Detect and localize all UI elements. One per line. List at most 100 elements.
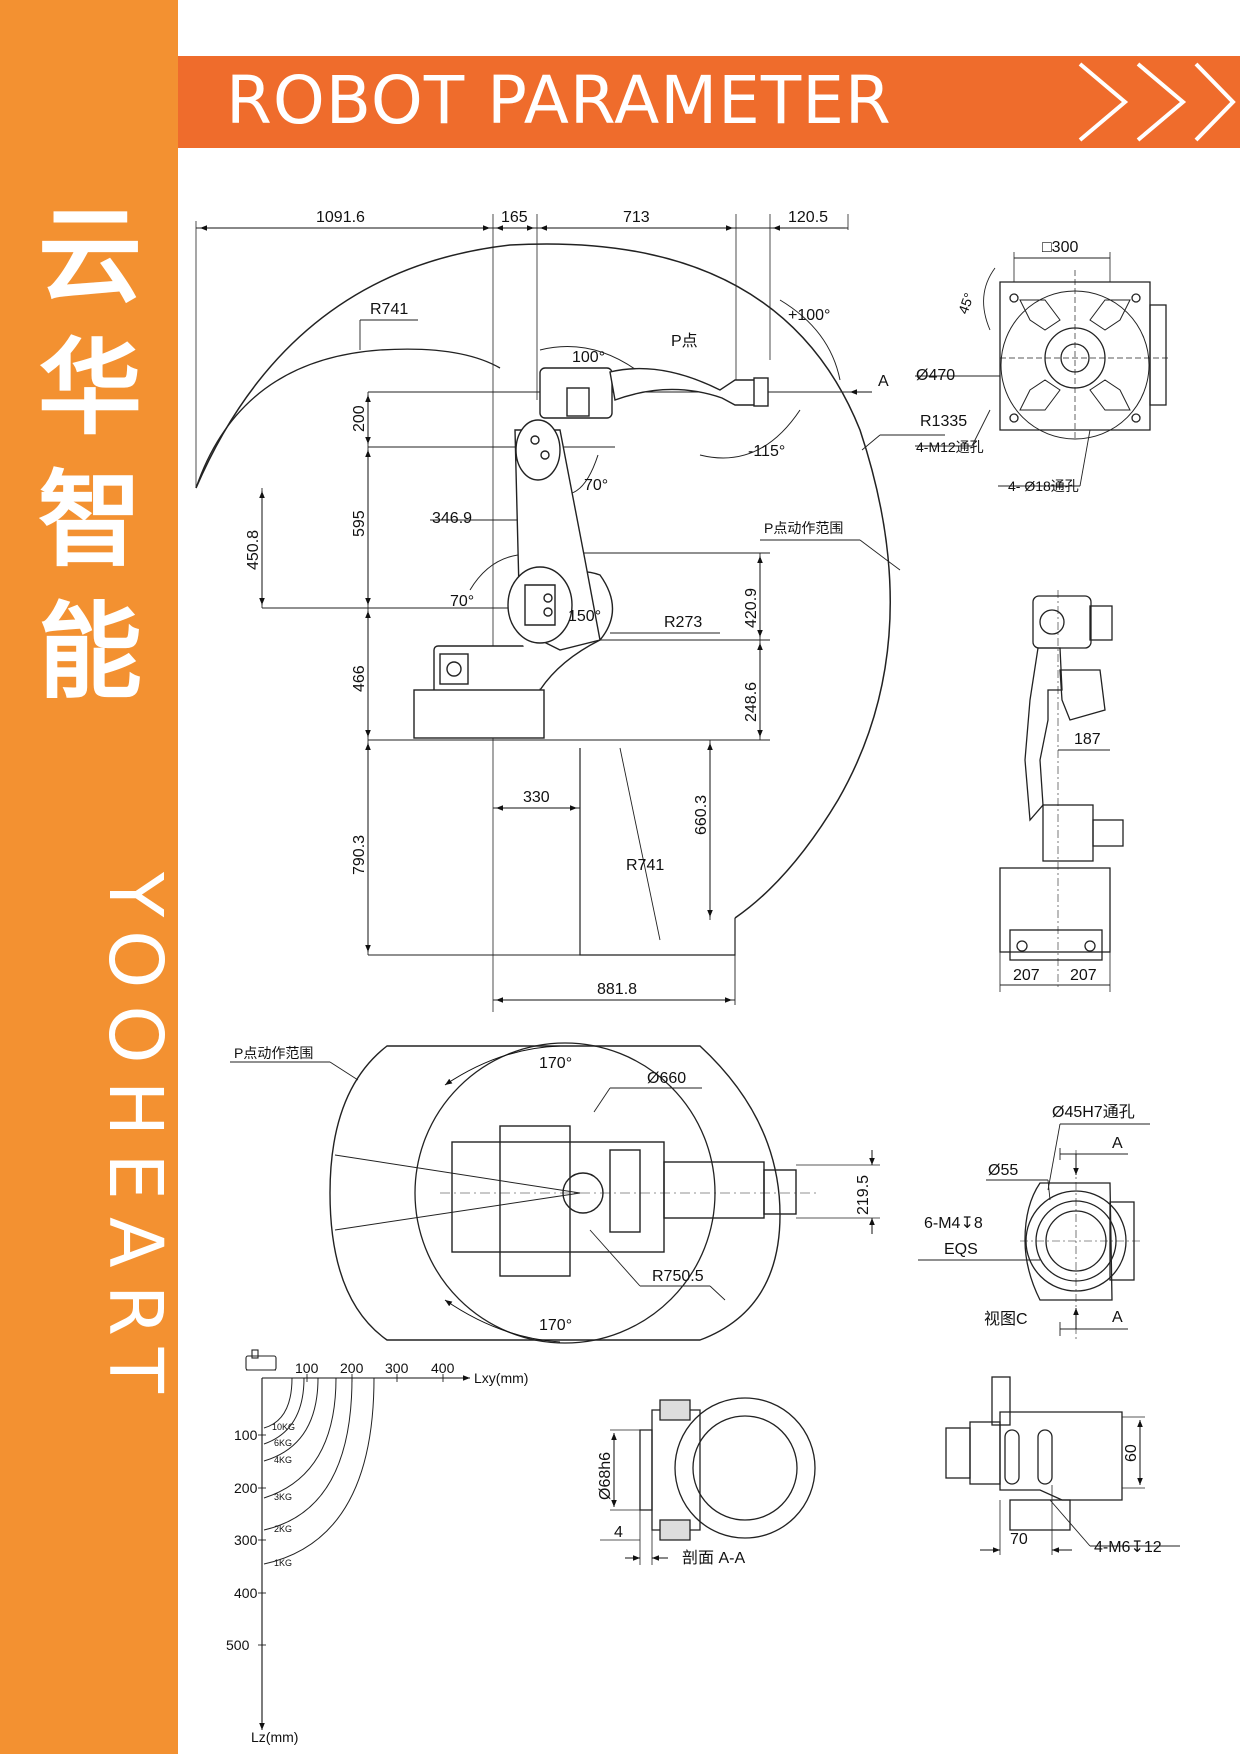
- dim-595: 595: [351, 510, 368, 537]
- curve-label-4kg: 4KG: [274, 1455, 292, 1465]
- radius-1335: R1335: [920, 413, 967, 430]
- angle-70-upper: 70°: [584, 477, 608, 494]
- side-view-labels: 1091.6 165 713 120.5 R741 100° P点 +100° …: [245, 209, 967, 998]
- brand-english-name: YOOHEART: [92, 872, 178, 1410]
- holes-m4: 6-M4↧8: [924, 1215, 983, 1232]
- front-view: [999, 590, 1124, 992]
- brand-char: 云: [37, 195, 142, 317]
- angle-170-bottom: 170°: [539, 1317, 572, 1334]
- side-view-arrows: [200, 225, 872, 1003]
- dim-70: 70: [1010, 1531, 1028, 1548]
- dim-466: 466: [351, 665, 368, 692]
- curve-label-10kg: 10KG: [272, 1422, 295, 1432]
- flange-view: [918, 1123, 1150, 1340]
- diameter-55: Ø55: [988, 1162, 1018, 1179]
- curve-label-3kg: 3KG: [274, 1492, 292, 1502]
- y-tick-100: 100: [234, 1427, 258, 1443]
- y-tick-200: 200: [234, 1480, 258, 1496]
- brand-sidebar: 云 华 智 能 YOOHEART: [0, 0, 178, 1754]
- brand-char: 华: [37, 327, 142, 449]
- base-view: [915, 252, 1170, 487]
- dim-330: 330: [523, 789, 550, 806]
- angle-70-lower: 70°: [450, 593, 474, 610]
- dim-207-right: 207: [1070, 967, 1097, 984]
- angle-170-top: 170°: [539, 1055, 572, 1072]
- side-flange-view-arrows: [980, 1420, 1143, 1553]
- radius-273: R273: [664, 614, 702, 631]
- eqs-label: EQS: [944, 1241, 978, 1258]
- dim-207-left: 207: [1013, 967, 1040, 984]
- top-view-labels: P点动作范围 170° Ø660 219.5 R750.5 170°: [234, 1045, 872, 1334]
- technical-drawing: 1091.6 165 713 120.5 R741 100° P点 +100° …: [195, 209, 1180, 1745]
- dim-248: 248.6: [743, 682, 760, 722]
- dim-4: 4: [614, 1524, 623, 1541]
- radius-750: R750.5: [652, 1268, 704, 1285]
- curve-label-1kg: 1KG: [274, 1558, 292, 1568]
- dim-790: 790.3: [351, 835, 368, 875]
- x-tick-200: 200: [340, 1360, 364, 1376]
- angle-45: 45°: [955, 291, 977, 316]
- dim-450: 450.8: [245, 530, 262, 570]
- angle-150: 150°: [568, 608, 601, 625]
- base-view-labels: □300 45° Ø470 4-M12通孔 4- Ø18通孔: [916, 239, 1079, 494]
- range-label: P点动作范围: [764, 520, 843, 536]
- section-view-arrows: [611, 1433, 668, 1561]
- side-flange-view: [945, 1376, 1180, 1555]
- view-c-label: 视图C: [984, 1310, 1028, 1328]
- diameter-470: Ø470: [916, 367, 955, 384]
- brand-char: 智: [37, 459, 142, 581]
- front-view-labels: 187 207 207: [1013, 731, 1101, 984]
- range-label-top: P点动作范围: [234, 1045, 313, 1061]
- load-chart: [245, 1349, 460, 1722]
- dim-200: 200: [351, 405, 368, 432]
- x-axis-label: Lxy(mm): [474, 1370, 528, 1386]
- load-chart-arrows: [259, 1375, 470, 1730]
- dim-881: 881.8: [597, 981, 637, 998]
- angle-plus-100: +100°: [788, 307, 830, 324]
- p-point-label: P点: [671, 332, 698, 350]
- curve-label-2kg: 2KG: [274, 1524, 292, 1534]
- dim-165: 165: [501, 209, 528, 226]
- page-title: ROBOT PARAMETER: [226, 62, 892, 139]
- flange-view-labels: Ø45H7通孔 A Ø55 6-M4↧8 EQS 视图C A: [924, 1103, 1135, 1328]
- diameter-68: Ø68h6: [597, 1452, 614, 1500]
- y-axis-label: Lz(mm): [251, 1729, 298, 1745]
- section-view: [600, 1397, 816, 1565]
- dim-219: 219.5: [855, 1175, 872, 1215]
- dim-713: 713: [623, 209, 650, 226]
- section-caption: 剖面 A-A: [682, 1549, 745, 1567]
- load-chart-labels: 100 200 300 400 Lxy(mm) 100 200 300 400 …: [226, 1360, 528, 1745]
- dim-660: 660.3: [693, 795, 710, 835]
- dim-187: 187: [1074, 731, 1101, 748]
- header-banner: ROBOT PARAMETER: [178, 56, 1240, 148]
- x-tick-300: 300: [385, 1360, 409, 1376]
- holes-m6: 4-M6↧12: [1094, 1539, 1162, 1556]
- y-tick-500: 500: [226, 1637, 250, 1653]
- angle-minus-115: -115°: [748, 443, 785, 460]
- x-tick-100: 100: [295, 1360, 319, 1376]
- curve-label-6kg: 6KG: [274, 1438, 292, 1448]
- radius-741-top: R741: [370, 301, 408, 318]
- brand-char: 能: [37, 591, 142, 713]
- dim-346: 346.9: [432, 510, 472, 527]
- x-tick-400: 400: [431, 1360, 455, 1376]
- dim-1091: 1091.6: [316, 209, 365, 226]
- radius-741-bottom: R741: [626, 857, 664, 874]
- diameter-660: Ø660: [647, 1070, 686, 1087]
- dim-60: 60: [1123, 1444, 1140, 1462]
- square-300: □300: [1042, 239, 1078, 256]
- dim-120: 120.5: [788, 209, 828, 226]
- top-view-arrows: [444, 1045, 875, 1343]
- side-flange-view-labels: 60 70 4-M6↧12: [1010, 1444, 1162, 1556]
- top-view: [230, 1042, 880, 1344]
- holes-18: 4- Ø18通孔: [1008, 478, 1079, 494]
- holes-m12: 4-M12通孔: [916, 439, 984, 455]
- load-curves: [263, 1377, 375, 1565]
- brand-chinese-name: 云 华 智 能: [20, 190, 160, 718]
- angle-100-top: 100°: [572, 349, 605, 366]
- y-tick-400: 400: [234, 1585, 258, 1601]
- y-tick-300: 300: [234, 1532, 258, 1548]
- arrow-a-bottom: A: [1112, 1309, 1123, 1326]
- arrow-a-top: A: [1112, 1135, 1123, 1152]
